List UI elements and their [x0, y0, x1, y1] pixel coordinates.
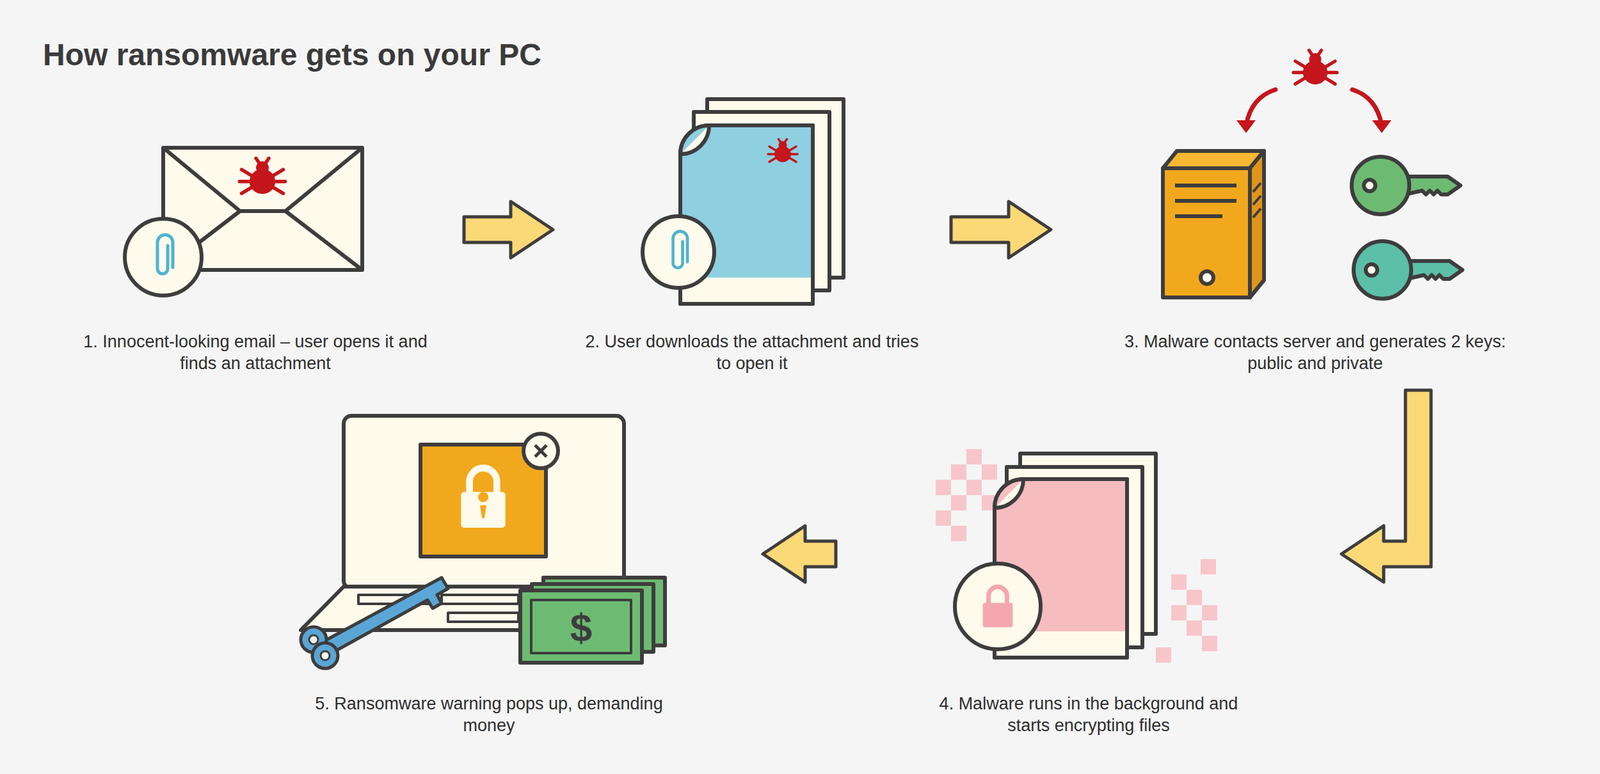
step-box: 2. User downloads the attachment and tri…: [552, 44, 952, 391]
step-caption: 5. Ransomware warning pops up, demanding…: [309, 693, 669, 737]
block-arrow: [951, 201, 1051, 258]
block-arrow: [762, 526, 836, 583]
step-caption: 3. Malware contacts server and generates…: [1110, 330, 1520, 375]
step-caption: 1. Innocent-looking email – user opens i…: [76, 330, 435, 375]
block-arrow: [464, 201, 553, 258]
dollar-sign: $: [570, 604, 592, 651]
diagram-title: How ransomware gets on your PC: [42, 37, 542, 73]
step-caption: 2. User downloads the attachment and tri…: [579, 330, 925, 375]
step-box: 5. Ransomware warning pops up, demanding…: [215, 409, 763, 749]
step-box: 4. Malware runs in the background and st…: [835, 409, 1342, 749]
step-caption: 4. Malware runs in the background and st…: [915, 693, 1262, 737]
step-box: 1. Innocent-looking email – user opens i…: [46, 44, 464, 391]
step-box: 3. Malware contacts server and generates…: [1050, 25, 1580, 391]
block-arrow: [1341, 390, 1432, 583]
